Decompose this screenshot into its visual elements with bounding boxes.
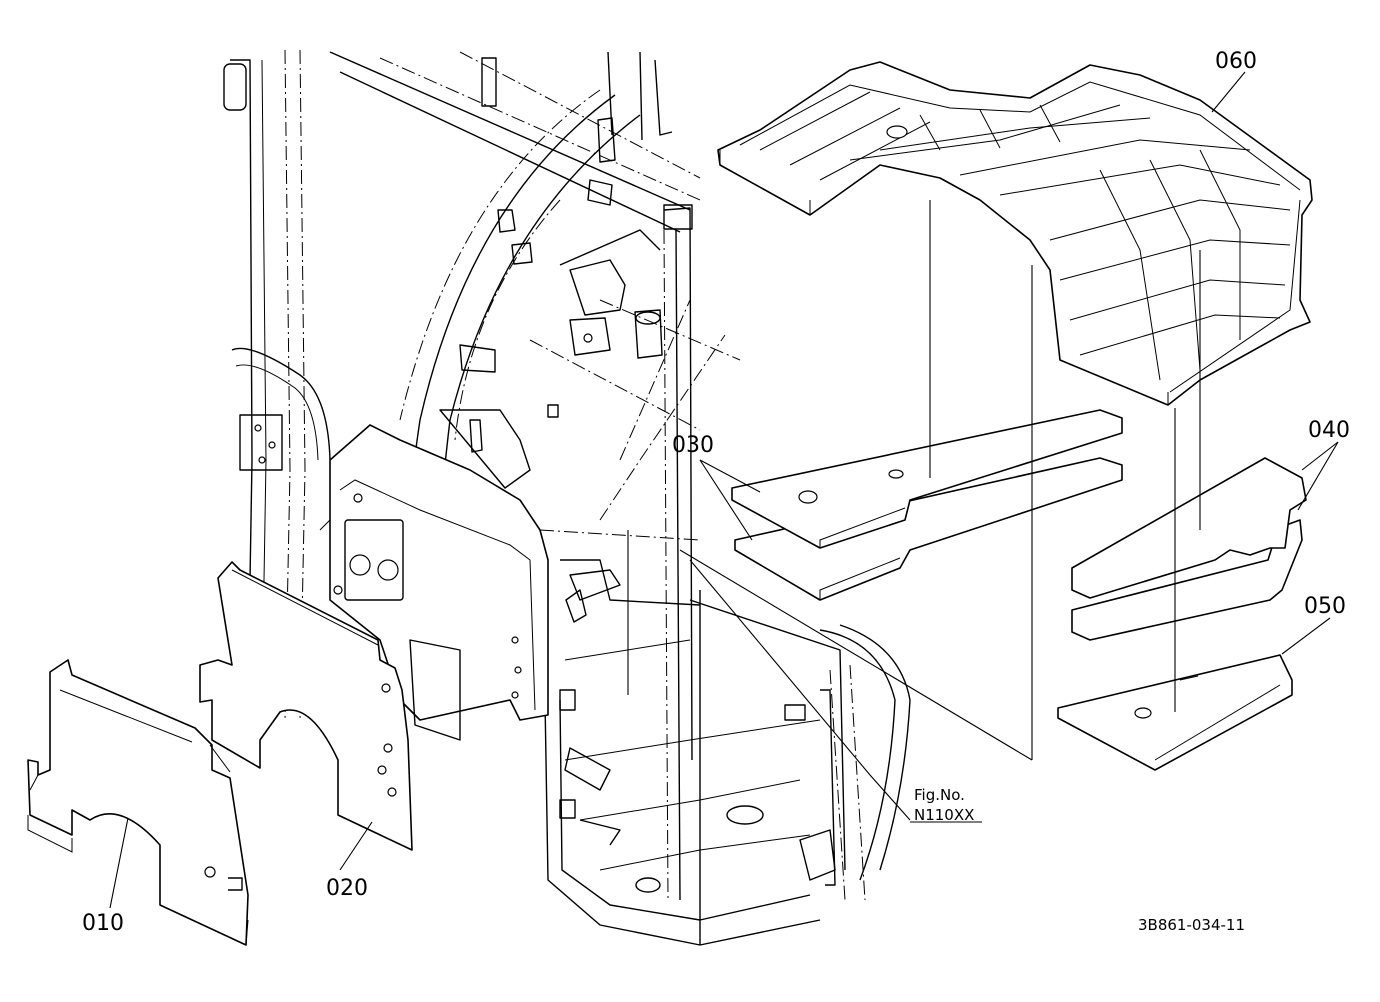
front-bulkhead-panel <box>319 424 621 741</box>
label-part-060: 060 <box>1215 49 1257 74</box>
part-030-floor-mats <box>731 409 1123 601</box>
figure-ref-line2: N110XX <box>914 806 974 824</box>
label-part-030: 030 <box>672 433 714 458</box>
part-060-floor-tray <box>717 61 1313 406</box>
part-040-floor-mats <box>1071 457 1307 641</box>
label-part-040: 040 <box>1308 418 1350 443</box>
figure-ref-line1: Fig.No. <box>914 786 965 804</box>
part-020-insulation-panel <box>199 561 413 851</box>
part-010-insulation-panel <box>27 659 249 946</box>
label-part-050: 050 <box>1304 594 1346 619</box>
leader-lines <box>109 71 1339 909</box>
part-050-floor-mat <box>1057 654 1293 771</box>
label-part-020: 020 <box>326 876 368 901</box>
drawing-code: 3B861-034-11 <box>1138 916 1245 934</box>
label-part-010: 010 <box>82 911 124 936</box>
